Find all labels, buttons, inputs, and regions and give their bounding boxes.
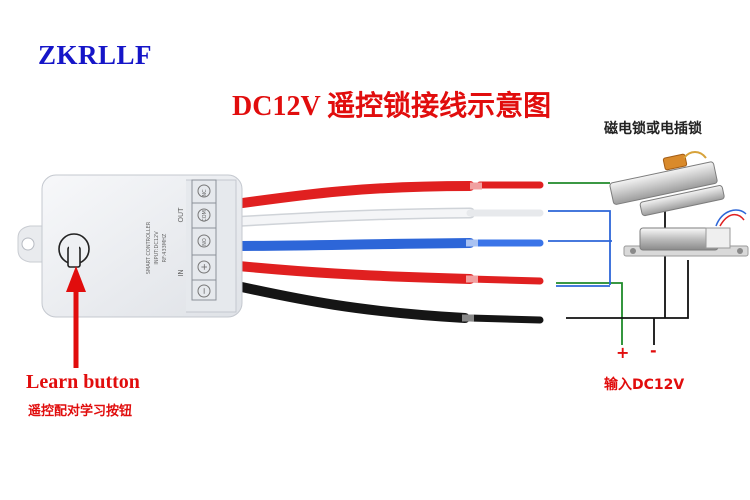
- power-minus-label: -: [650, 341, 657, 360]
- learn-button-arrow: [66, 266, 86, 368]
- terminal-nc-label: NC: [202, 189, 208, 197]
- cable-blue: [223, 238, 544, 251]
- electric-bolt-lock-image: [623, 209, 749, 257]
- cable-red-bottom: [223, 260, 544, 285]
- controller-model-text: SMART CONTROLLER: [146, 221, 152, 274]
- terminal-minus: [197, 284, 211, 298]
- terminal-plus-label: +: [200, 263, 210, 271]
- cable-white: [222, 207, 544, 228]
- controller-rf-text: RF:433MHZ: [162, 233, 168, 262]
- terminal-com-label: COM: [202, 210, 208, 222]
- diagram-title: DC12V 遥控锁接线示意图: [232, 91, 552, 122]
- lock-type-label: 磁电锁或电插锁: [604, 121, 702, 137]
- magnetic-lock-image: [609, 151, 725, 217]
- power-plus-label: +: [616, 343, 630, 362]
- cable-black: [223, 279, 544, 324]
- terminal-minus-label: −: [200, 287, 210, 295]
- in-label: IN: [177, 269, 185, 276]
- terminal-nc: [197, 184, 211, 198]
- smart-controller: NC COM NO + − OUT IN SMART CONTROLLER IN…: [17, 174, 243, 318]
- out-label: OUT: [177, 207, 185, 223]
- learn-button-chinese-label: 遥控配对学习按钮: [28, 404, 133, 419]
- terminal-no-label: NO: [202, 238, 208, 246]
- learn-button-label: Learn button: [26, 371, 140, 393]
- terminal-plus: [197, 260, 211, 274]
- wiring-lines: [548, 182, 689, 345]
- cable-red-top: [223, 181, 544, 210]
- controller-input-text: INPUT:DC12V: [154, 231, 160, 265]
- terminal-com: [197, 208, 211, 222]
- brand-logo-text: ZKRLLF: [38, 40, 153, 70]
- power-input-label: 输入DC12V: [604, 377, 685, 393]
- terminal-no: [197, 234, 211, 248]
